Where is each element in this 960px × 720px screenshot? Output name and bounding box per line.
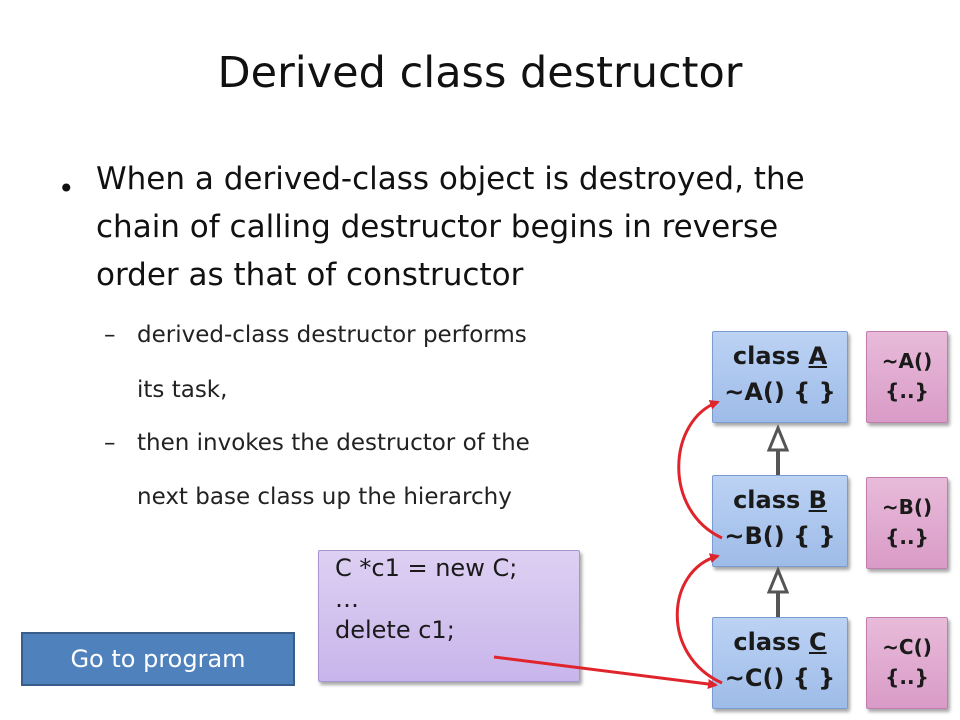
slide-title: Derived class destructor: [217, 48, 743, 98]
class-a-header: class A: [713, 338, 847, 374]
call-arrow-b-to-a: [677, 400, 723, 540]
class-b-box: class B ~B() { }: [712, 475, 848, 567]
class-c-header: class C: [713, 624, 847, 660]
call-arrow-delete-to-c: [493, 655, 718, 689]
code-snippet-box: C *c1 = new C; … delete c1;: [318, 550, 580, 682]
sub-bullet-2-line-2: next base class up the hierarchy: [137, 484, 512, 510]
sub-bullet-1-line-2: its task,: [137, 377, 228, 403]
class-a-name: A: [808, 342, 828, 370]
bullet-marker: •: [58, 172, 75, 205]
destructor-a-body: {..}: [885, 379, 929, 403]
class-c-destructor: ~C() { }: [724, 664, 836, 692]
destructor-b-body: {..}: [885, 525, 929, 549]
class-b-destructor: ~B() { }: [724, 522, 836, 550]
class-a-destructor: ~A() { }: [724, 378, 836, 406]
main-bullet-text: When a derived-class object is destroyed…: [96, 161, 805, 293]
sub-bullet-2-line-1: then invokes the destructor of the: [137, 430, 530, 456]
destructor-b-box: ~B() {..}: [866, 477, 948, 569]
destructor-b-signature: ~B(): [881, 495, 933, 519]
class-b-keyword: class: [733, 486, 809, 514]
class-a-keyword: class: [732, 342, 809, 370]
class-a-box: class A ~A() { }: [712, 331, 848, 423]
sub-bullet-dash-2: –: [104, 430, 116, 456]
class-b-name: B: [808, 486, 827, 514]
class-c-keyword: class: [733, 628, 809, 656]
class-c-box: class C ~C() { }: [712, 617, 848, 709]
code-line-1: C *c1 = new C;: [335, 554, 518, 582]
inheritance-arrow-c-to-b: [766, 566, 790, 617]
sub-bullet-1-line-1: derived-class destructor performs: [137, 322, 527, 348]
destructor-c-body: {..}: [885, 665, 929, 689]
class-c-name: C: [808, 628, 827, 656]
destructor-c-box: ~C() {..}: [866, 617, 948, 709]
destructor-a-signature: ~A(): [881, 349, 933, 373]
call-arrow-c-to-b: [675, 553, 723, 685]
go-to-program-button[interactable]: Go to program: [21, 632, 295, 686]
code-line-3: delete c1;: [335, 616, 455, 644]
sub-bullet-dash-1: –: [104, 322, 116, 348]
class-b-header: class B: [713, 482, 847, 518]
destructor-c-signature: ~C(): [882, 635, 932, 659]
inheritance-arrow-b-to-a: [766, 424, 790, 475]
code-line-2: …: [335, 585, 359, 613]
destructor-a-box: ~A() {..}: [866, 331, 948, 423]
